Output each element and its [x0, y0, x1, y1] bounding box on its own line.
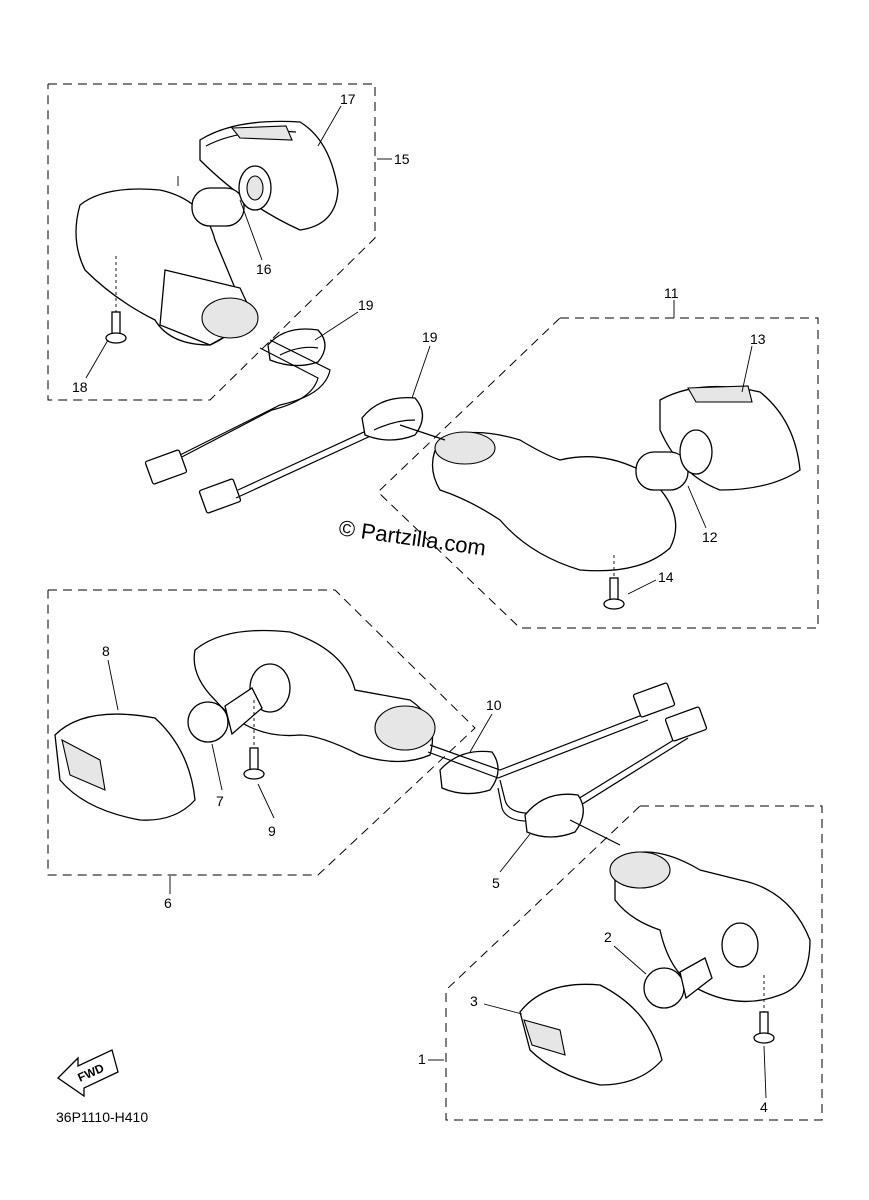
callout-9: 9: [268, 823, 276, 839]
callout-13: 13: [750, 331, 766, 347]
connector-c: [632, 682, 676, 718]
lens-8: [54, 713, 196, 821]
bulb-2: [643, 967, 685, 1009]
leader-lines: [85, 105, 767, 1099]
callout-18: 18: [72, 379, 88, 395]
grommet-10: [439, 750, 499, 795]
grommet-5: [524, 793, 584, 838]
bulb-7: [187, 701, 229, 743]
watermark-text: © Partzilla.com: [337, 515, 487, 560]
grommet-19b: [361, 397, 424, 441]
assembly-6-boundary: [47, 589, 476, 876]
connector-a: [144, 449, 188, 485]
callout-8: 8: [102, 643, 110, 659]
callout-11: 11: [664, 285, 679, 301]
screw-18: [105, 256, 127, 344]
screw-14: [603, 555, 625, 610]
callout-1: 1: [418, 1051, 426, 1067]
assembly-1-group: [445, 793, 823, 1121]
housing-1: [614, 851, 811, 1003]
callout-4: 4: [760, 1099, 768, 1115]
assembly-11-boundary: [377, 317, 819, 629]
lens-3: [519, 983, 663, 1086]
screw-9: [243, 700, 265, 780]
housing-11: [431, 431, 677, 572]
callout-19-upper: 19: [358, 297, 374, 313]
bulb-16: [191, 187, 245, 227]
callout-12: 12: [702, 529, 718, 545]
callout-2: 2: [604, 929, 612, 945]
callout-6: 6: [164, 895, 172, 911]
callout-numbers: 17 15 16 18 19 11 19 13 12 14 8 10 7 9 6…: [72, 91, 768, 1115]
assembly-11-group: [361, 317, 819, 629]
connector-b: [198, 478, 242, 514]
callout-3: 3: [470, 993, 478, 1009]
callout-14: 14: [658, 569, 674, 585]
callout-10: 10: [486, 697, 502, 713]
callout-19-lower: 19: [422, 329, 438, 345]
wire-harness-upper: [144, 339, 391, 514]
diagram-code: 36P1110-H410: [56, 1109, 148, 1125]
callout-17: 17: [340, 91, 356, 107]
grommet-19a: [267, 328, 326, 367]
screw-4: [753, 975, 775, 1044]
connector-d: [664, 706, 708, 742]
callout-5: 5: [492, 875, 500, 891]
callout-7: 7: [216, 793, 224, 809]
assembly-1-boundary: [445, 805, 823, 1121]
callout-16: 16: [256, 261, 272, 277]
assembly-15-boundary: [47, 83, 376, 401]
callout-15: 15: [394, 151, 410, 167]
fwd-arrow-icon: FWD: [56, 1049, 119, 1098]
wire-harness-lower: [427, 682, 708, 822]
assembly-15-group: [47, 83, 376, 401]
